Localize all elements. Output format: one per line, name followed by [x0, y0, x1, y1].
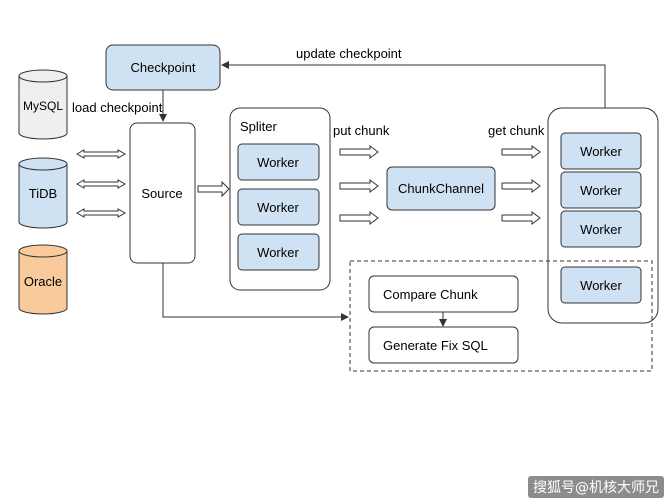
spliter-worker: Worker	[237, 143, 320, 181]
worker-label: Worker	[257, 200, 299, 215]
oracle-label: Oracle	[24, 274, 62, 289]
tidb-database: TiDB	[18, 157, 68, 229]
block-arrow-icon	[501, 211, 541, 225]
oracle-database: Oracle	[18, 244, 68, 315]
get-chunk-label: get chunk	[488, 123, 545, 138]
double-arrow-icon	[75, 179, 127, 189]
generate-fix-sql-node: Generate Fix SQL	[368, 326, 519, 364]
db-source-arrows	[75, 149, 127, 218]
compare-region	[349, 260, 653, 372]
chunk-channel-label: ChunkChannel	[398, 181, 484, 196]
compare-chunk-node: Compare Chunk	[368, 275, 519, 313]
update-checkpoint-label: update checkpoint	[296, 46, 402, 61]
double-arrow-icon	[75, 208, 127, 218]
worker-label: Worker	[580, 278, 622, 293]
worker-label: Worker	[580, 222, 622, 237]
worker-label: Worker	[580, 144, 622, 159]
checkpoint-node: Checkpoint	[105, 44, 221, 91]
source-to-spliter-arrow	[197, 180, 230, 198]
get-chunk-arrows	[501, 145, 541, 225]
checkpoint-label: Checkpoint	[130, 60, 195, 75]
block-arrow-icon	[339, 211, 379, 225]
source-label: Source	[141, 186, 182, 201]
mysql-database: MySQL	[18, 69, 68, 140]
block-arrow-icon	[339, 179, 379, 193]
compare-chunk-label: Compare Chunk	[383, 287, 478, 302]
source-to-compare-arrow	[162, 263, 349, 321]
pool-worker: Worker	[560, 266, 642, 304]
spliter-worker: Worker	[237, 188, 320, 226]
load-checkpoint-label: load checkpoint	[72, 100, 163, 115]
spliter-worker: Worker	[237, 233, 320, 271]
pool-worker: Worker	[560, 210, 642, 248]
worker-label: Worker	[580, 183, 622, 198]
watermark: 搜狐号@机核大师兄	[528, 476, 664, 498]
pool-worker: Worker	[560, 132, 642, 170]
put-chunk-arrows	[339, 145, 379, 225]
chunk-channel-node: ChunkChannel	[386, 166, 496, 211]
block-arrow-icon	[501, 145, 541, 159]
watermark-text: 搜狐号@机核大师兄	[533, 480, 659, 496]
spliter-label: Spliter	[240, 119, 278, 134]
double-arrow-icon	[75, 149, 127, 159]
block-arrow-icon	[501, 179, 541, 193]
worker-pool	[547, 107, 659, 324]
generate-fix-sql-label: Generate Fix SQL	[383, 338, 488, 353]
worker-label: Worker	[257, 155, 299, 170]
mysql-label: MySQL	[23, 99, 63, 113]
block-arrow-icon	[339, 145, 379, 159]
pool-worker: Worker	[560, 171, 642, 209]
put-chunk-label: put chunk	[333, 123, 390, 138]
update-checkpoint-arrow	[221, 61, 606, 108]
worker-label: Worker	[257, 245, 299, 260]
source-node: Source	[129, 122, 196, 264]
tidb-label: TiDB	[29, 186, 57, 201]
